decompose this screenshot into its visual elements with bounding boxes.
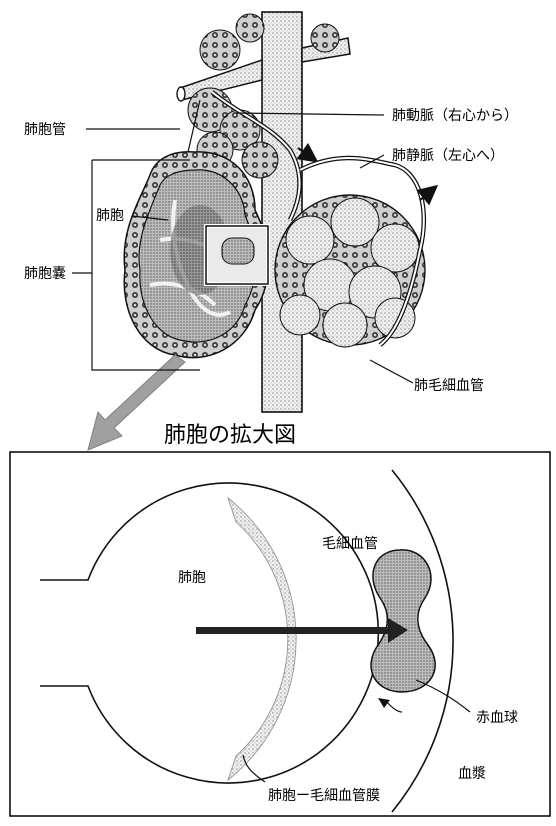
upper-illustration: 肺胞管 肺胞嚢 肺胞 肺動脈（右心から） 肺静脈（左心へ） 肺毛細血管	[24, 11, 518, 451]
label-red-blood-cell: 赤血球	[476, 710, 518, 726]
alveolar-capillary-membrane	[227, 496, 297, 782]
magnified-region-box	[204, 224, 270, 286]
label-pulmonary-vein: 肺静脈（左心へ）	[392, 148, 504, 164]
enlarged-view: 毛細血管 肺胞 赤血球 血漿 肺胞ー毛細血管膜	[9, 451, 551, 817]
alveolar-sac-left	[123, 151, 269, 359]
alveolar-sac-right	[274, 194, 426, 348]
diffusion-arrow	[196, 618, 408, 643]
pulmonary-artery-vessel	[210, 90, 319, 222]
pulmonary-vein-vessel	[298, 155, 439, 347]
enlarged-title: 肺胞の拡大図	[164, 423, 296, 448]
label-membrane: 肺胞ー毛細血管膜	[268, 788, 380, 804]
enlargement-pointer-arrow	[87, 354, 186, 451]
label-capillary: 毛細血管	[322, 536, 378, 552]
label-plasma: 血漿	[458, 766, 486, 782]
label-alveolus-enlarged: 肺胞	[178, 570, 206, 586]
leader-lines	[72, 99, 414, 384]
red-blood-cell	[370, 549, 436, 693]
label-alveolus-upper: 肺胞	[96, 208, 124, 224]
label-pulmonary-capillary: 肺毛細血管	[414, 378, 484, 394]
label-alveolar-duct: 肺胞管	[24, 122, 66, 138]
capillary-wall	[391, 469, 454, 813]
label-pulmonary-artery: 肺動脈（右心から）	[392, 108, 518, 124]
label-alveolar-sac: 肺胞嚢	[24, 266, 66, 282]
